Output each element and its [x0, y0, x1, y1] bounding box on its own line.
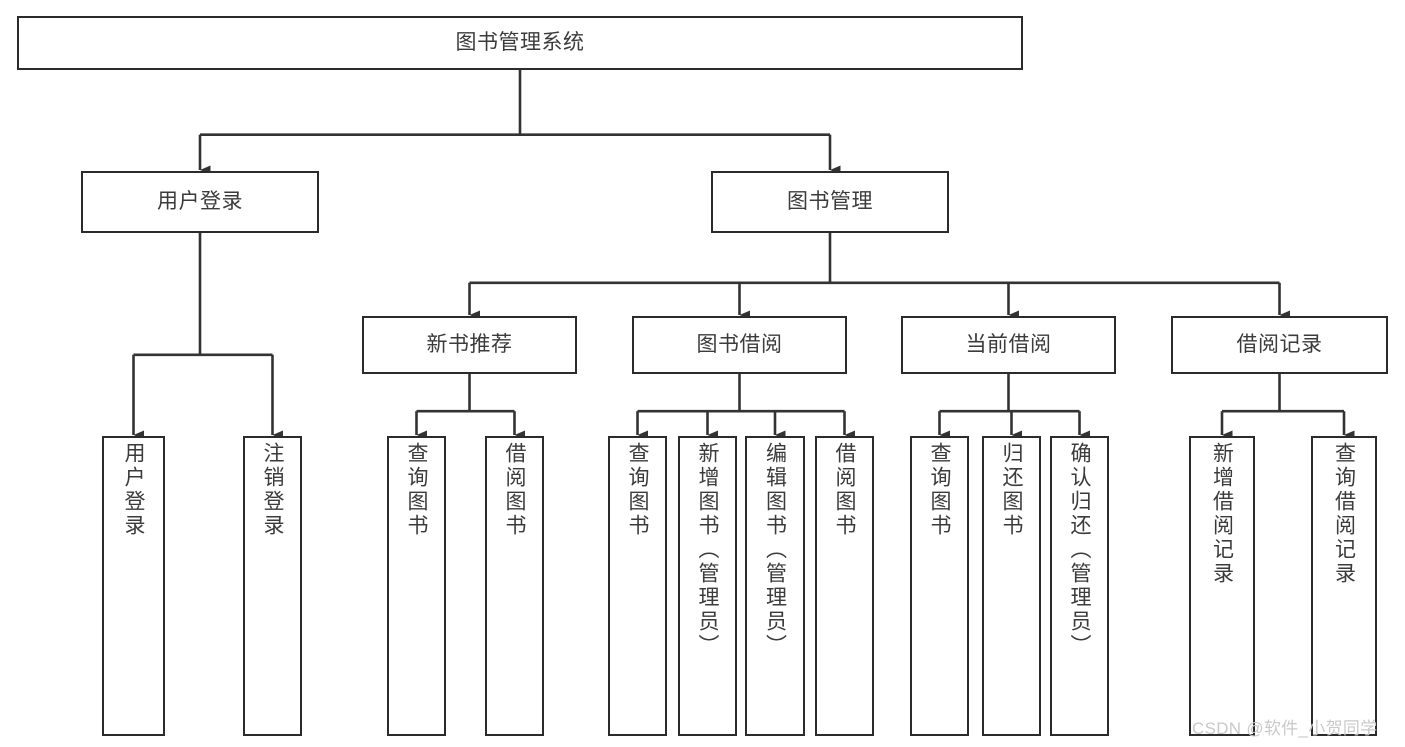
- node-leaf-borrow-book-1[interactable]: 借阅图书: [485, 436, 544, 736]
- node-label-leaf-user-logout: 注销登录: [261, 442, 284, 538]
- node-label-leaf-user-login: 用户登录: [122, 442, 145, 538]
- node-label-leaf-edit-book: 编辑图书（管理员）: [763, 442, 787, 658]
- node-borrow-record[interactable]: 借阅记录: [1171, 316, 1388, 374]
- node-leaf-query-record[interactable]: 查询借阅记录: [1311, 436, 1377, 736]
- node-leaf-borrow-book-2[interactable]: 借阅图书: [815, 436, 874, 736]
- node-current-borrow[interactable]: 当前借阅: [901, 316, 1116, 374]
- node-leaf-query-book-2[interactable]: 查询图书: [608, 436, 667, 736]
- node-label-leaf-query-book-2: 查询图书: [626, 442, 649, 538]
- node-label-new-book-rec: 新书推荐: [426, 332, 513, 356]
- node-label-leaf-add-book: 新增图书（管理员）: [696, 442, 719, 658]
- node-leaf-user-logout[interactable]: 注销登录: [243, 436, 302, 736]
- node-root[interactable]: 图书管理系统: [17, 16, 1023, 70]
- node-leaf-user-login[interactable]: 用户登录: [102, 436, 165, 736]
- node-label-leaf-query-book-1: 查询图书: [405, 442, 428, 538]
- node-label-leaf-return-book: 归还图书: [1000, 442, 1023, 538]
- node-label-leaf-borrow-book-1: 借阅图书: [503, 442, 526, 538]
- node-label-leaf-add-record: 新增借阅记录: [1210, 442, 1234, 586]
- node-leaf-add-book[interactable]: 新增图书（管理员）: [678, 436, 737, 736]
- node-label-book-borrow: 图书借阅: [696, 332, 783, 356]
- node-user-login[interactable]: 用户登录: [81, 171, 319, 233]
- node-leaf-edit-book[interactable]: 编辑图书（管理员）: [745, 436, 805, 736]
- node-label-root: 图书管理系统: [455, 30, 585, 54]
- node-leaf-return-book[interactable]: 归还图书: [982, 436, 1041, 736]
- node-label-borrow-record: 借阅记录: [1236, 332, 1323, 356]
- node-new-book-rec[interactable]: 新书推荐: [362, 316, 577, 374]
- csdn-watermark: CSDN @软件_小贺同学: [1192, 719, 1378, 738]
- node-label-leaf-query-record: 查询借阅记录: [1332, 442, 1356, 586]
- node-leaf-query-book-1[interactable]: 查询图书: [387, 436, 446, 736]
- node-label-leaf-borrow-book-2: 借阅图书: [833, 442, 856, 538]
- node-label-current-borrow: 当前借阅: [965, 332, 1052, 356]
- node-leaf-query-book-3[interactable]: 查询图书: [910, 436, 969, 736]
- node-book-manage[interactable]: 图书管理: [711, 171, 949, 233]
- node-label-book-manage: 图书管理: [787, 189, 873, 213]
- node-label-leaf-confirm-return: 确认归还（管理员）: [1068, 442, 1091, 658]
- node-leaf-confirm-return[interactable]: 确认归还（管理员）: [1050, 436, 1109, 736]
- node-leaf-add-record[interactable]: 新增借阅记录: [1189, 436, 1255, 736]
- node-label-leaf-query-book-3: 查询图书: [928, 442, 951, 538]
- node-label-user-login: 用户登录: [157, 189, 243, 213]
- node-book-borrow[interactable]: 图书借阅: [632, 316, 847, 374]
